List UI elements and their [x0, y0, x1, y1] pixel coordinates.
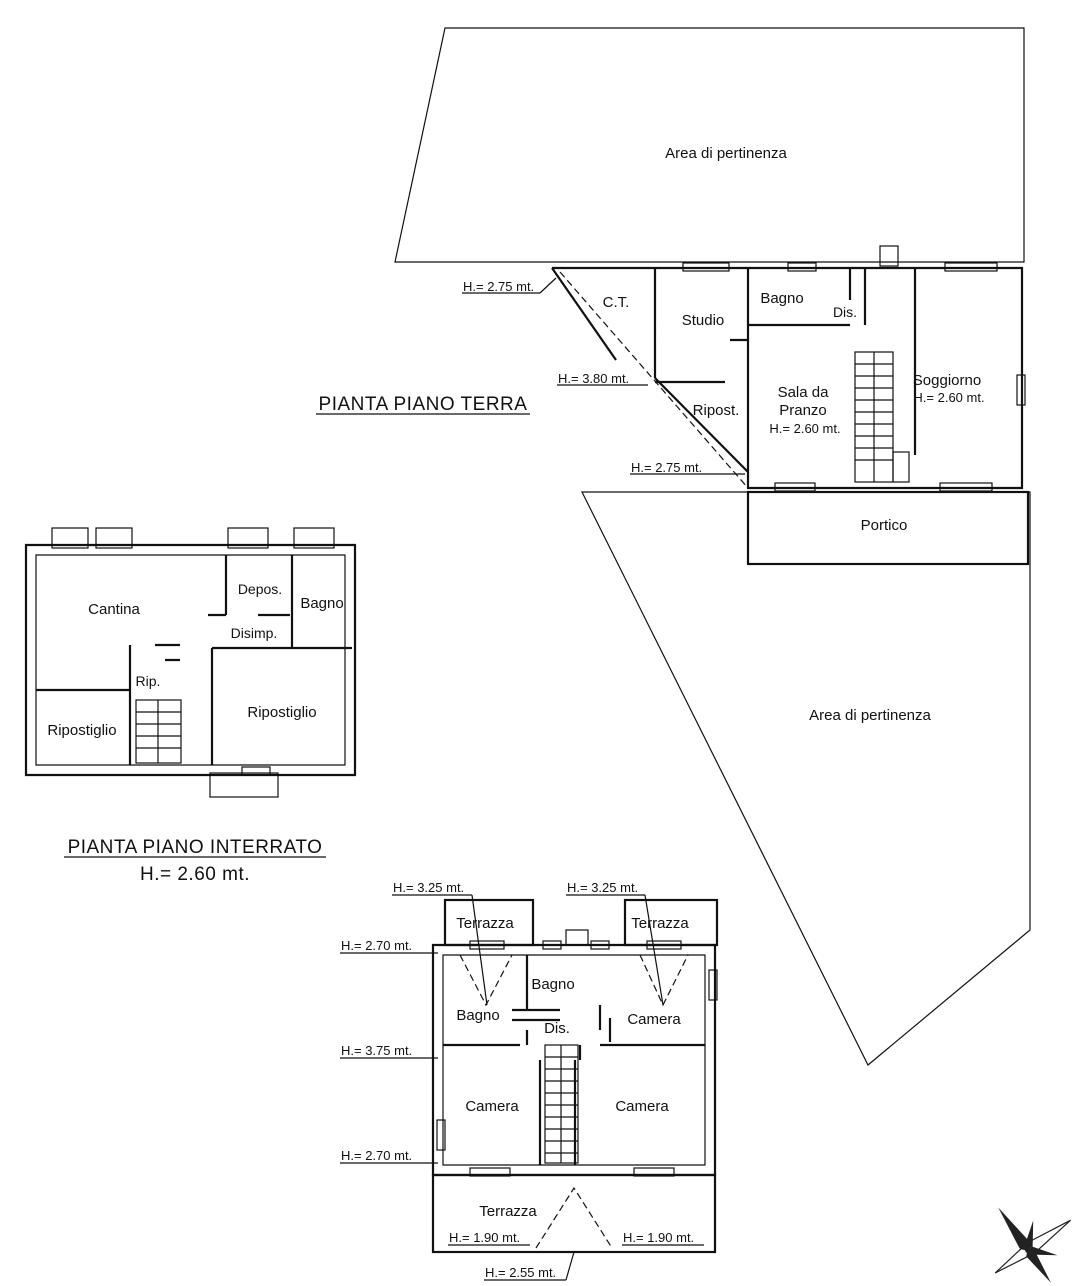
first-floor-staircase — [544, 1044, 579, 1164]
camera-left-label: Camera — [465, 1098, 519, 1115]
ground-floor-title: PIANTA PIANO TERRA — [319, 394, 528, 415]
first-floor-height-callouts: H.= 3.25 mt. H.= 3.25 mt. H.= 2.70 mt. H… — [340, 880, 704, 1281]
basement-cantina-label: Cantina — [88, 601, 140, 618]
room-soggiorno-height: H.= 2.60 mt. — [913, 390, 984, 405]
room-soggiorno-label: Soggiorno — [913, 372, 981, 389]
room-sala-label-2: Pranzo — [779, 402, 827, 419]
height-top-right: H.= 3.25 mt. — [567, 880, 638, 895]
basement-ripostiglio-left-label: Ripostiglio — [47, 722, 116, 739]
height-left-270-top: H.= 2.70 mt. — [341, 938, 412, 953]
terrace-right-outline — [623, 898, 719, 947]
room-ct-label: C.T. — [603, 294, 630, 311]
north-arrow-icon — [994, 1207, 1072, 1283]
basement-windows — [51, 527, 335, 798]
room-sala-height: H.= 2.60 mt. — [769, 421, 840, 436]
camera-right-label: Camera — [615, 1098, 669, 1115]
chimney — [565, 929, 589, 946]
room-sala-label-1: Sala da — [778, 384, 830, 401]
bagno-left-label: Bagno — [456, 1007, 499, 1024]
height-bottom-190-right: H.= 1.90 mt. — [623, 1230, 694, 1245]
basement-bagno-label: Bagno — [300, 595, 343, 612]
first-floor-plan: Terrazza Terrazza Bagno Bagno Dis. Camer… — [340, 880, 719, 1281]
basement-plan: Cantina Depos. Bagno Disimp. Rip. Ripost… — [24, 527, 357, 885]
camera-top-right-label: Camera — [627, 1011, 681, 1028]
basement-ripostiglio-right-label: Ripostiglio — [247, 704, 316, 721]
site-area-bottom-outline — [581, 491, 1031, 1066]
height-top-left: H.= 3.25 mt. — [393, 880, 464, 895]
room-portico-label: Portico — [861, 517, 908, 534]
room-dis-label: Dis. — [833, 304, 857, 320]
site-area-bottom-label: Area di pertinenza — [809, 707, 931, 724]
basement-disimp-label: Disimp. — [231, 625, 278, 641]
height-callout-3: H.= 2.75 mt. — [631, 460, 702, 475]
height-bottom-255: H.= 2.55 mt. — [485, 1265, 556, 1280]
ground-floor-plan: Area di pertinenza C.T. Studio Bagno Dis… — [316, 27, 1031, 1066]
basement-rip-label: Rip. — [136, 673, 161, 689]
height-left-375: H.= 3.75 mt. — [341, 1043, 412, 1058]
basement-title: PIANTA PIANO INTERRATO — [68, 837, 323, 858]
ground-height-callouts: H.= 2.75 mt. H.= 3.80 mt. H.= 2.75 mt. — [462, 277, 745, 475]
basement-height: H.= 2.60 mt. — [140, 864, 250, 885]
ground-windows — [682, 245, 1026, 492]
height-left-270-bottom: H.= 2.70 mt. — [341, 1148, 412, 1163]
basement-staircase — [135, 699, 182, 764]
diagonal-dashed-wall — [559, 271, 749, 489]
room-bagno-label: Bagno — [760, 290, 803, 307]
ground-staircase — [854, 351, 910, 483]
height-callout-2: H.= 3.80 mt. — [558, 371, 629, 386]
height-bottom-190-left: H.= 1.90 mt. — [449, 1230, 520, 1245]
terrazza-left-label: Terrazza — [456, 915, 514, 932]
height-callout-1: H.= 2.75 mt. — [463, 279, 534, 294]
first-floor-inner-outline — [442, 954, 706, 1166]
site-area-top-outline — [394, 27, 1025, 263]
dis-label: Dis. — [544, 1020, 570, 1037]
terrace-left-outline — [443, 898, 535, 947]
basement-outer-walls — [24, 543, 357, 777]
terrazza-right-label: Terrazza — [631, 915, 689, 932]
terrazza-bottom-label: Terrazza — [479, 1203, 537, 1220]
basement-depos-label: Depos. — [238, 581, 282, 597]
portico-outline — [746, 490, 1030, 566]
basement-internal-walls — [36, 555, 352, 765]
first-floor-internal-walls — [443, 955, 705, 1165]
site-area-top-label: Area di pertinenza — [665, 145, 787, 162]
first-floor-windows — [436, 940, 718, 1177]
room-ripost-label: Ripost. — [693, 402, 740, 419]
room-studio-label: Studio — [682, 312, 725, 329]
ground-internal-walls — [653, 268, 917, 472]
bagno-center-label: Bagno — [531, 976, 574, 993]
basement-inner-outline — [35, 554, 346, 766]
